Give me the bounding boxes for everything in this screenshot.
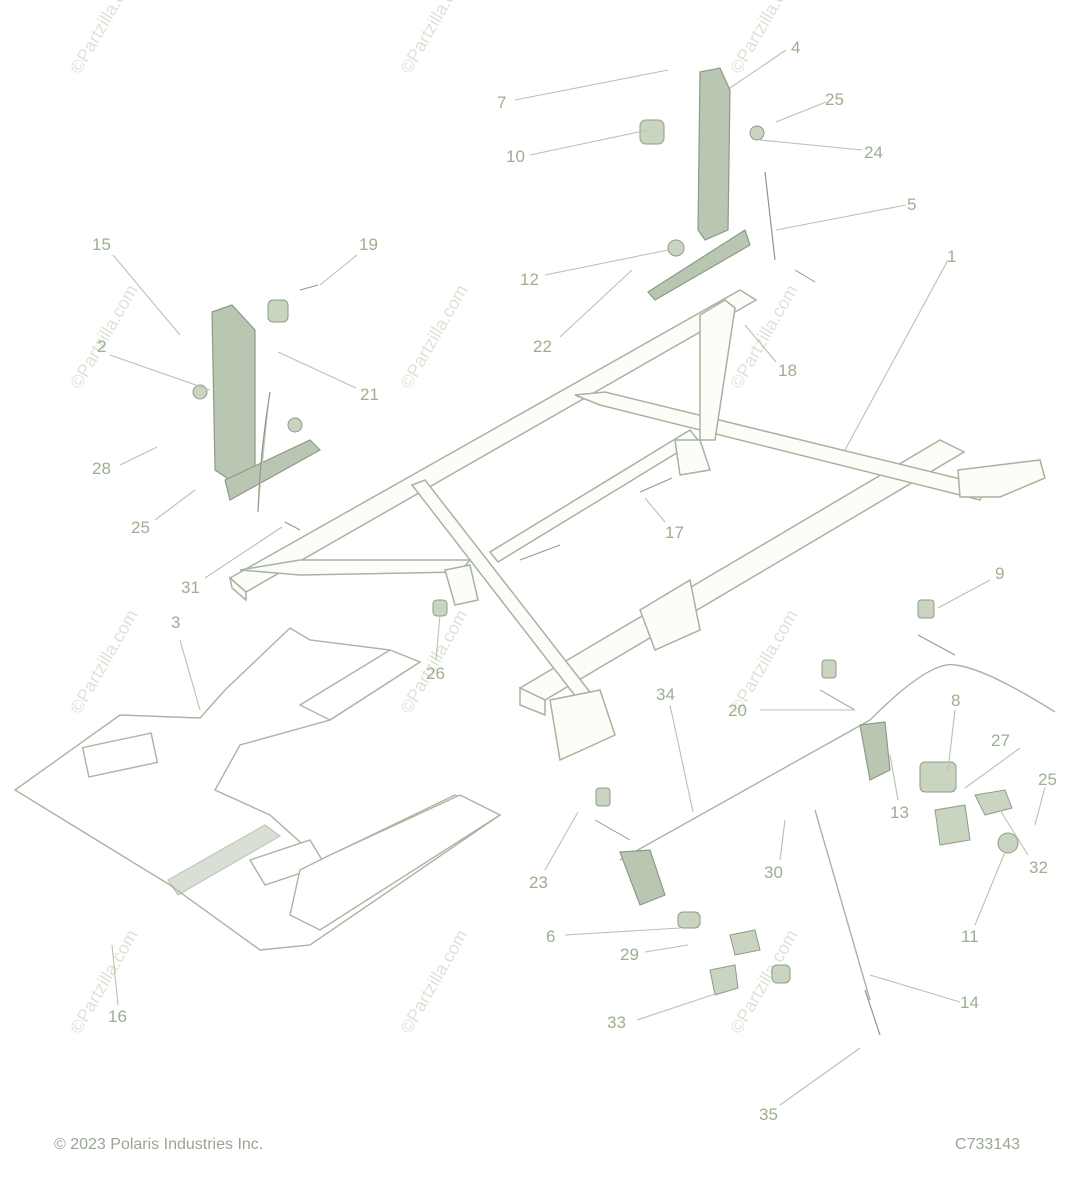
callout-label[interactable]: 13 bbox=[890, 803, 909, 822]
gas-strut bbox=[814, 809, 881, 1036]
main-frame bbox=[228, 289, 1046, 762]
hardware bbox=[284, 269, 1019, 996]
right-seat-riser bbox=[639, 67, 776, 301]
watermark: ©Partzilla.com bbox=[66, 926, 141, 1037]
callout-label[interactable]: 32 bbox=[1029, 858, 1048, 877]
callout-label[interactable]: 21 bbox=[360, 385, 379, 404]
callout-label[interactable]: 7 bbox=[497, 93, 506, 112]
callout-label[interactable]: 1 bbox=[947, 247, 956, 266]
callout-label[interactable]: 16 bbox=[108, 1007, 127, 1026]
callout-label[interactable]: 22 bbox=[533, 337, 552, 356]
callout-label[interactable]: 25 bbox=[131, 518, 150, 537]
left-seat-riser bbox=[192, 299, 321, 513]
callout-label[interactable]: 6 bbox=[546, 927, 555, 946]
leader-lines bbox=[109, 49, 1046, 1106]
callout-label[interactable]: 20 bbox=[728, 701, 747, 720]
callout-label[interactable]: 8 bbox=[951, 691, 960, 710]
callout-label[interactable]: 34 bbox=[656, 685, 675, 704]
callout-label[interactable]: 33 bbox=[607, 1013, 626, 1032]
watermark: ©Partzilla.com bbox=[66, 606, 141, 717]
watermark: ©Partzilla.com bbox=[396, 926, 471, 1037]
callout-label[interactable]: 31 bbox=[181, 578, 200, 597]
callout-label[interactable]: 23 bbox=[529, 873, 548, 892]
callout-label[interactable]: 5 bbox=[907, 195, 916, 214]
callout-label[interactable]: 10 bbox=[506, 147, 525, 166]
callout-label[interactable]: 2 bbox=[97, 337, 106, 356]
callout-label[interactable]: 27 bbox=[991, 731, 1010, 750]
callout-label[interactable]: 28 bbox=[92, 459, 111, 478]
callout-label[interactable]: 4 bbox=[791, 38, 800, 57]
callout-label[interactable]: 25 bbox=[1038, 770, 1057, 789]
callout-label[interactable]: 9 bbox=[995, 564, 1004, 583]
watermark: ©Partzilla.com bbox=[396, 281, 471, 392]
watermark: ©Partzilla.com bbox=[66, 0, 141, 77]
callout-label[interactable]: 12 bbox=[520, 270, 539, 289]
callout-label[interactable]: 11 bbox=[961, 927, 979, 946]
skid-plate bbox=[13, 627, 502, 951]
watermark: ©Partzilla.com bbox=[396, 0, 471, 77]
callout-labels: 1 2 3 4 5 6 7 8 9 10 11 12 13 14 15 16 1… bbox=[92, 38, 1057, 1124]
callout-label[interactable]: 19 bbox=[359, 235, 378, 254]
callout-label[interactable]: 18 bbox=[778, 361, 797, 380]
callout-label[interactable]: 25 bbox=[825, 90, 844, 109]
callout-label[interactable]: 29 bbox=[620, 945, 639, 964]
callout-label[interactable]: 14 bbox=[960, 993, 979, 1012]
callout-label[interactable]: 3 bbox=[171, 613, 180, 632]
callout-label[interactable]: 35 bbox=[759, 1105, 778, 1124]
callout-label[interactable]: 30 bbox=[764, 863, 783, 882]
copyright-text: © 2023 Polaris Industries Inc. bbox=[54, 1136, 264, 1153]
callout-label[interactable]: 24 bbox=[864, 143, 883, 162]
callout-label[interactable]: 15 bbox=[92, 235, 111, 254]
stabilizer-bar bbox=[619, 663, 1056, 906]
callout-label[interactable]: 17 bbox=[665, 523, 684, 542]
callout-label[interactable]: 26 bbox=[426, 664, 445, 683]
diagram-code: C733143 bbox=[955, 1136, 1020, 1153]
